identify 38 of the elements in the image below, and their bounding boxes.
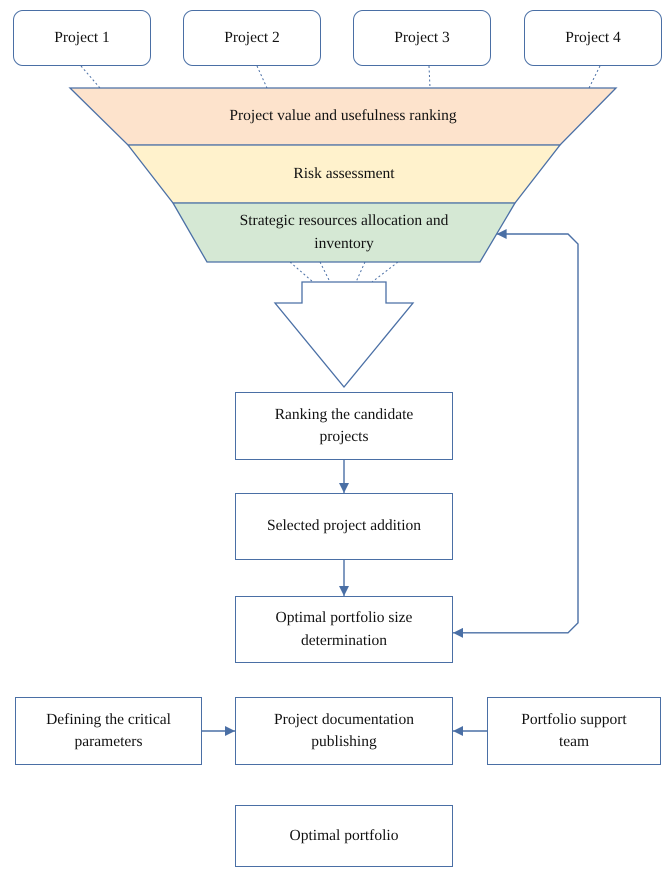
box-label: Defining the critical parameters	[45, 710, 172, 752]
process-box	[235, 392, 453, 460]
dotted-line	[256, 66, 268, 88]
arrow	[453, 229, 579, 638]
process-box	[235, 493, 453, 560]
arrow	[339, 460, 349, 493]
process-box	[235, 805, 453, 867]
band-label: Strategic resources allocation and inventory	[238, 211, 450, 254]
box-label: Project 4	[564, 28, 622, 48]
project-box	[353, 10, 491, 66]
dotted-line	[80, 66, 100, 88]
band-label: Risk assessment	[292, 164, 396, 184]
process-box	[235, 596, 453, 663]
project-box	[13, 10, 151, 66]
funnel-band	[128, 145, 560, 203]
project-box	[524, 10, 662, 66]
box-label: Ranking the candidate projects	[274, 404, 414, 447]
box-label: Optimal portfolio size determination	[274, 608, 414, 650]
box-label: Portfolio support team	[520, 710, 628, 752]
process-box	[487, 697, 661, 765]
box-label: Project documentation publishing	[273, 710, 415, 752]
box-label: Project 2	[223, 28, 281, 48]
project-box	[183, 10, 321, 66]
process-box	[15, 697, 202, 765]
funnel-band	[70, 88, 616, 145]
box-label: Optimal portfolio	[288, 826, 400, 846]
box-label: Project 3	[393, 28, 451, 48]
arrow	[453, 726, 487, 736]
dotted-line	[428, 66, 430, 88]
box-label: Project 1	[53, 28, 111, 48]
funnel-band	[173, 203, 515, 262]
process-box	[235, 697, 453, 765]
dotted-line	[588, 66, 600, 88]
band-label: Project value and usefulness ranking	[228, 106, 458, 126]
arrow	[202, 726, 235, 736]
box-label: Selected project addition	[266, 516, 422, 536]
block-arrow	[274, 281, 414, 388]
arrow	[339, 560, 349, 596]
